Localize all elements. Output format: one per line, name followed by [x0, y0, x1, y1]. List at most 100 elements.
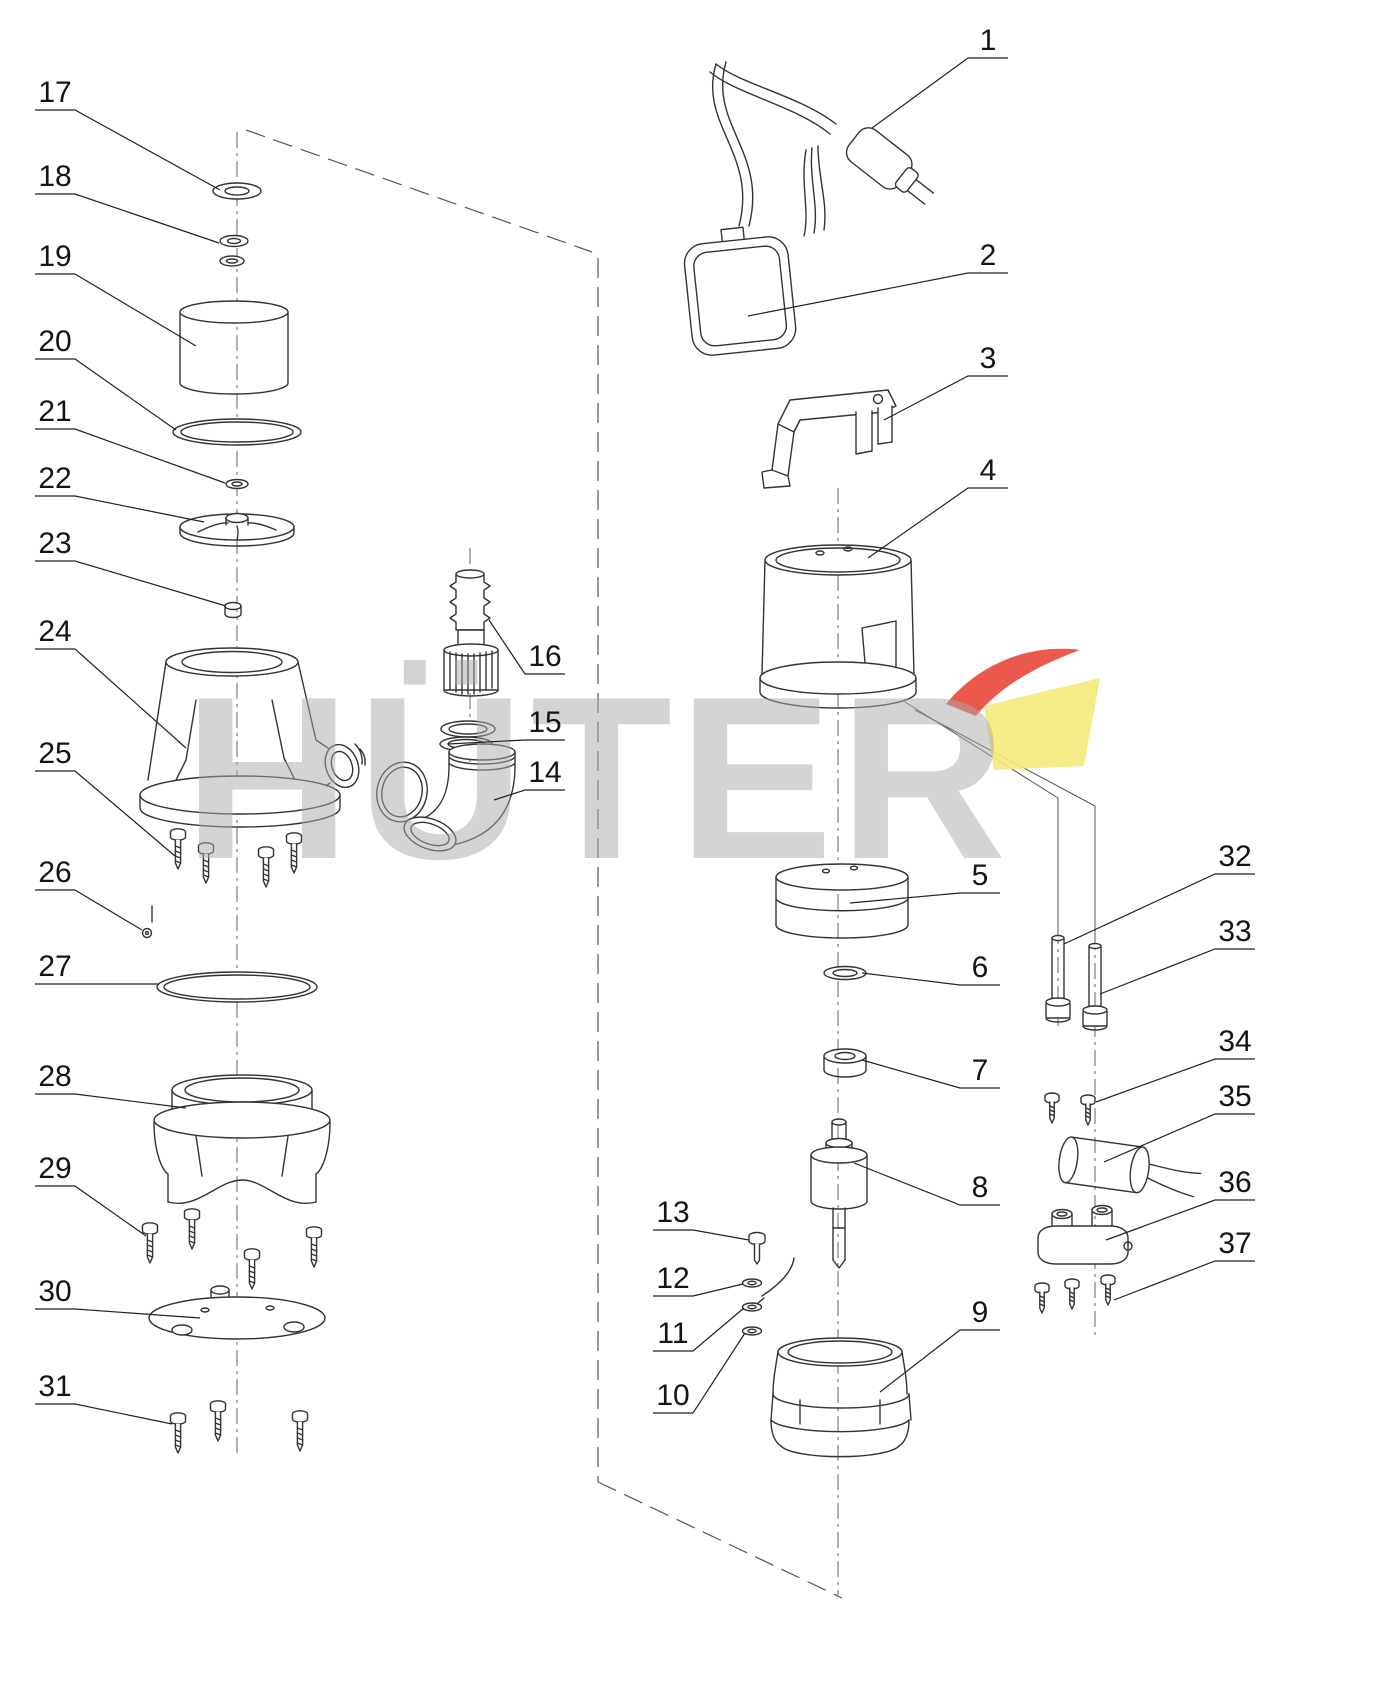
callout-29: 29	[35, 1152, 147, 1237]
part-31-plate-screws	[169, 1400, 309, 1454]
part-10-flat-washer	[741, 1257, 795, 1336]
leader-line	[1105, 1199, 1255, 1241]
part-36-terminal-block	[1037, 1204, 1133, 1265]
callout-number: 18	[38, 160, 71, 193]
part-23-shaft-nut	[224, 601, 242, 619]
leader-line	[653, 1283, 744, 1297]
callout-number: 19	[38, 240, 71, 273]
callout-number: 6	[972, 951, 989, 984]
part-3-handle-bracket	[761, 389, 897, 489]
callout-11: 11	[653, 1307, 745, 1352]
callout-number: 27	[38, 950, 71, 983]
callout-number: 31	[38, 1370, 71, 1403]
callout-6: 6	[861, 951, 1000, 986]
callout-number: 12	[656, 1262, 689, 1295]
callout-20: 20	[35, 325, 177, 431]
leader-line	[35, 193, 220, 244]
callout-number: 23	[38, 527, 71, 560]
leader-line	[35, 770, 176, 857]
callout-number: 13	[656, 1196, 689, 1229]
callout-32: 32	[1063, 840, 1255, 945]
leader-line	[447, 739, 565, 745]
leader-line	[35, 560, 227, 607]
leader-line	[871, 57, 1008, 129]
callout-number: 36	[1218, 1166, 1251, 1199]
part-33-stud-pin	[1082, 942, 1108, 1031]
callout-26: 26	[35, 856, 143, 931]
leader-line	[35, 495, 205, 523]
callout-4: 4	[867, 454, 1008, 559]
callout-9: 9	[879, 1296, 1000, 1393]
callout-35: 35	[1103, 1080, 1255, 1163]
leader-line	[747, 272, 1008, 317]
part-29-base-screws	[141, 1208, 323, 1290]
callout-number: 29	[38, 1152, 71, 1185]
callout-number: 37	[1218, 1227, 1251, 1260]
part-30-base-plate	[148, 1285, 326, 1340]
part-24-pump-housing	[139, 647, 366, 828]
part-6-washer	[823, 965, 867, 981]
callout-number: 21	[38, 395, 71, 428]
leader-line	[879, 1329, 1000, 1393]
callout-number: 11	[657, 1317, 688, 1350]
callout-15: 15	[447, 706, 565, 745]
callout-number: 32	[1218, 840, 1251, 873]
part-1-power-cord	[709, 61, 935, 237]
parts-artwork	[139, 61, 1202, 1458]
leader-line	[867, 487, 1008, 559]
part-22-impeller	[179, 512, 295, 547]
leader-line	[653, 1229, 750, 1241]
callout-layer: 1234567891011121314151617181920212223242…	[35, 24, 1255, 1425]
callout-19: 19	[35, 240, 197, 347]
leader-line	[35, 358, 177, 431]
leader-line	[849, 892, 1000, 904]
leader-line	[35, 109, 221, 191]
leader-line	[1103, 1113, 1255, 1163]
callout-25: 25	[35, 737, 176, 857]
part-26-pin	[141, 905, 153, 939]
leader-line	[35, 1403, 173, 1425]
leader-line	[653, 1332, 746, 1414]
part-17-washer	[212, 182, 262, 200]
callout-2: 2	[747, 239, 1008, 317]
callout-number: 8	[972, 1171, 989, 1204]
callout-16: 16	[488, 619, 565, 675]
watermark-logo-red-swoosh	[946, 648, 1080, 716]
callout-22: 22	[35, 462, 205, 523]
part-21-small-washer	[225, 478, 249, 490]
callout-13: 13	[653, 1196, 750, 1241]
part-14-elbow-fitting	[403, 743, 516, 852]
leader-line	[1099, 948, 1255, 995]
callout-1: 1	[871, 24, 1008, 129]
part-37-screws	[1034, 1274, 1116, 1314]
callout-34: 34	[1095, 1025, 1255, 1103]
part-7-bearing	[823, 1048, 867, 1078]
callout-number: 14	[528, 756, 561, 789]
callout-33: 33	[1099, 915, 1255, 995]
leader-line	[1113, 1260, 1255, 1301]
callout-37: 37	[1113, 1227, 1255, 1301]
part-32-stud-pin	[1045, 934, 1071, 1023]
part-2-float-switch	[683, 226, 797, 356]
leader-line	[653, 1307, 745, 1352]
part-20-gasket	[172, 418, 302, 446]
leader-line	[35, 1308, 201, 1319]
callout-number: 20	[38, 325, 71, 358]
leader-line	[493, 789, 565, 801]
plug	[845, 127, 935, 205]
callout-number: 17	[38, 76, 71, 109]
callout-number: 28	[38, 1060, 71, 1093]
callout-28: 28	[35, 1060, 187, 1109]
callout-number: 24	[38, 615, 71, 648]
callout-10: 10	[653, 1332, 746, 1414]
callout-30: 30	[35, 1275, 201, 1319]
part-5-stator	[775, 863, 909, 939]
part-4-motor-cover	[759, 544, 917, 709]
callout-17: 17	[35, 76, 221, 191]
part-9-pump-bottom	[770, 1337, 912, 1458]
callout-12: 12	[653, 1262, 744, 1297]
callout-21: 21	[35, 395, 226, 484]
part-16-hose-adapter	[443, 569, 499, 697]
watermark: HÜTER	[183, 648, 1100, 908]
